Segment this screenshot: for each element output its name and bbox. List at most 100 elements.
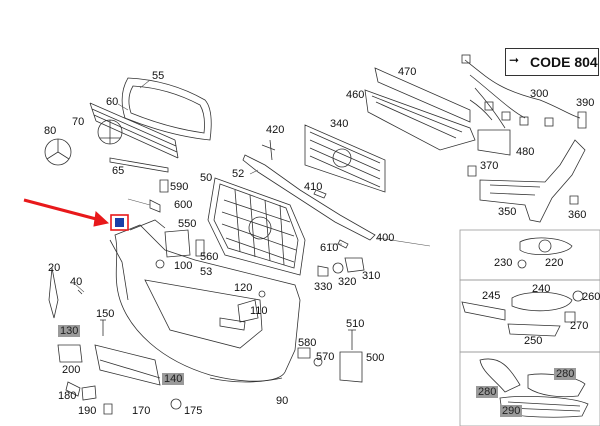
part-label: 600 xyxy=(174,199,193,211)
part-260-lamp xyxy=(572,290,584,302)
pointer-arrow xyxy=(23,198,110,227)
part-label: 410 xyxy=(304,181,323,193)
part-label-highlighted: 290 xyxy=(500,405,523,417)
part-label: 310 xyxy=(362,270,381,282)
part-55-grille-frame xyxy=(121,77,212,141)
part-label: 220 xyxy=(545,257,564,269)
part-510-bolt xyxy=(348,329,356,350)
part-120-plug xyxy=(258,290,266,298)
part-label: 550 xyxy=(178,218,197,230)
part-70-emblem xyxy=(97,119,123,145)
part-340-grille xyxy=(304,124,386,193)
part-40-rivet xyxy=(77,289,83,295)
part-label: 50 xyxy=(200,172,213,184)
highlighted-part-marker xyxy=(110,214,129,231)
right-arrow-icon: ➞ xyxy=(509,53,520,67)
part-label: 260 xyxy=(582,291,600,303)
part-580-clip xyxy=(297,347,311,359)
part-310-fog-lamp xyxy=(344,257,365,273)
variant-frame-bottom xyxy=(459,351,600,426)
part-label: 200 xyxy=(62,364,81,376)
part-label-highlighted: 280 xyxy=(554,368,577,380)
part-230-fog-lamp xyxy=(517,259,527,269)
part-label: 230 xyxy=(494,257,513,269)
part-label: 400 xyxy=(376,232,395,244)
part-80-star-emblem xyxy=(44,138,72,166)
part-label-highlighted: 140 xyxy=(162,373,185,385)
part-label: 360 xyxy=(568,209,587,221)
part-460-absorber xyxy=(364,89,476,151)
part-label: 65 xyxy=(112,165,125,177)
part-240-bezel xyxy=(511,291,573,312)
part-370-clip xyxy=(467,165,477,177)
part-190-bolt xyxy=(103,403,113,415)
part-label: 500 xyxy=(366,352,385,364)
part-200-bracket xyxy=(65,381,81,397)
part-label: 180 xyxy=(58,390,77,402)
part-140-strip xyxy=(99,359,161,379)
part-label: 270 xyxy=(570,320,589,332)
part-label: 460 xyxy=(346,89,365,101)
part-60-grille-slats xyxy=(89,102,179,159)
part-label: 330 xyxy=(314,281,333,293)
part-560-clip xyxy=(195,239,205,257)
part-270-clip xyxy=(564,311,576,323)
part-label: 560 xyxy=(200,251,219,263)
part-label: 175 xyxy=(184,405,203,417)
part-label: 370 xyxy=(480,160,499,172)
part-label: 150 xyxy=(96,308,115,320)
part-175-clip xyxy=(170,398,182,410)
part-90-lower-trim xyxy=(209,377,283,383)
part-280-bezel-a xyxy=(479,358,521,393)
bumper-cover xyxy=(109,219,301,382)
part-label: 80 xyxy=(44,125,57,137)
part-350-side-carrier xyxy=(479,139,586,223)
part-550-box xyxy=(164,229,191,258)
part-300-wiring-harness xyxy=(461,54,581,129)
part-label: 480 xyxy=(516,146,535,158)
part-label: 610 xyxy=(320,242,339,254)
part-label: 53 xyxy=(200,266,213,278)
part-390-sensor xyxy=(577,111,587,129)
code-box xyxy=(505,48,599,76)
part-label: 420 xyxy=(266,124,285,136)
part-590-clip xyxy=(159,179,169,193)
part-label: 40 xyxy=(70,276,83,288)
part-label: 170 xyxy=(132,405,151,417)
part-label: 60 xyxy=(106,96,119,108)
part-label: 320 xyxy=(338,276,357,288)
part-label: 590 xyxy=(170,181,189,193)
part-label: 100 xyxy=(174,260,193,272)
part-label: 340 xyxy=(330,118,349,130)
part-470-impact-beam xyxy=(374,67,471,123)
part-500-bracket xyxy=(339,351,363,383)
part-330-sensor xyxy=(317,265,329,277)
part-610-screw xyxy=(337,239,349,249)
part-245-trim xyxy=(461,301,506,321)
part-180-clip xyxy=(81,385,97,401)
part-150-screw xyxy=(100,319,106,336)
part-220-fog-bezel xyxy=(519,237,573,256)
part-420-crossmember xyxy=(242,139,376,241)
part-280-bezel-b xyxy=(527,373,586,398)
part-label: 245 xyxy=(482,290,501,302)
part-label: 300 xyxy=(530,88,549,100)
part-label: 510 xyxy=(346,318,365,330)
part-130-bracket xyxy=(57,344,83,363)
part-label: 20 xyxy=(48,262,61,274)
part-label: 470 xyxy=(398,66,417,78)
part-170-lower-strip xyxy=(94,344,161,386)
part-label: 110 xyxy=(250,305,268,317)
part-50-grille-mesh xyxy=(207,177,306,276)
leader-lines xyxy=(74,79,431,293)
part-600-bracket xyxy=(149,199,161,213)
part-label: 70 xyxy=(72,116,85,128)
part-360-clip xyxy=(569,195,579,205)
variant-frame-top xyxy=(459,229,600,281)
part-label: 350 xyxy=(498,206,517,218)
part-label: 52 xyxy=(232,168,245,180)
part-320-ring xyxy=(332,262,344,274)
part-110-grille xyxy=(237,299,259,323)
